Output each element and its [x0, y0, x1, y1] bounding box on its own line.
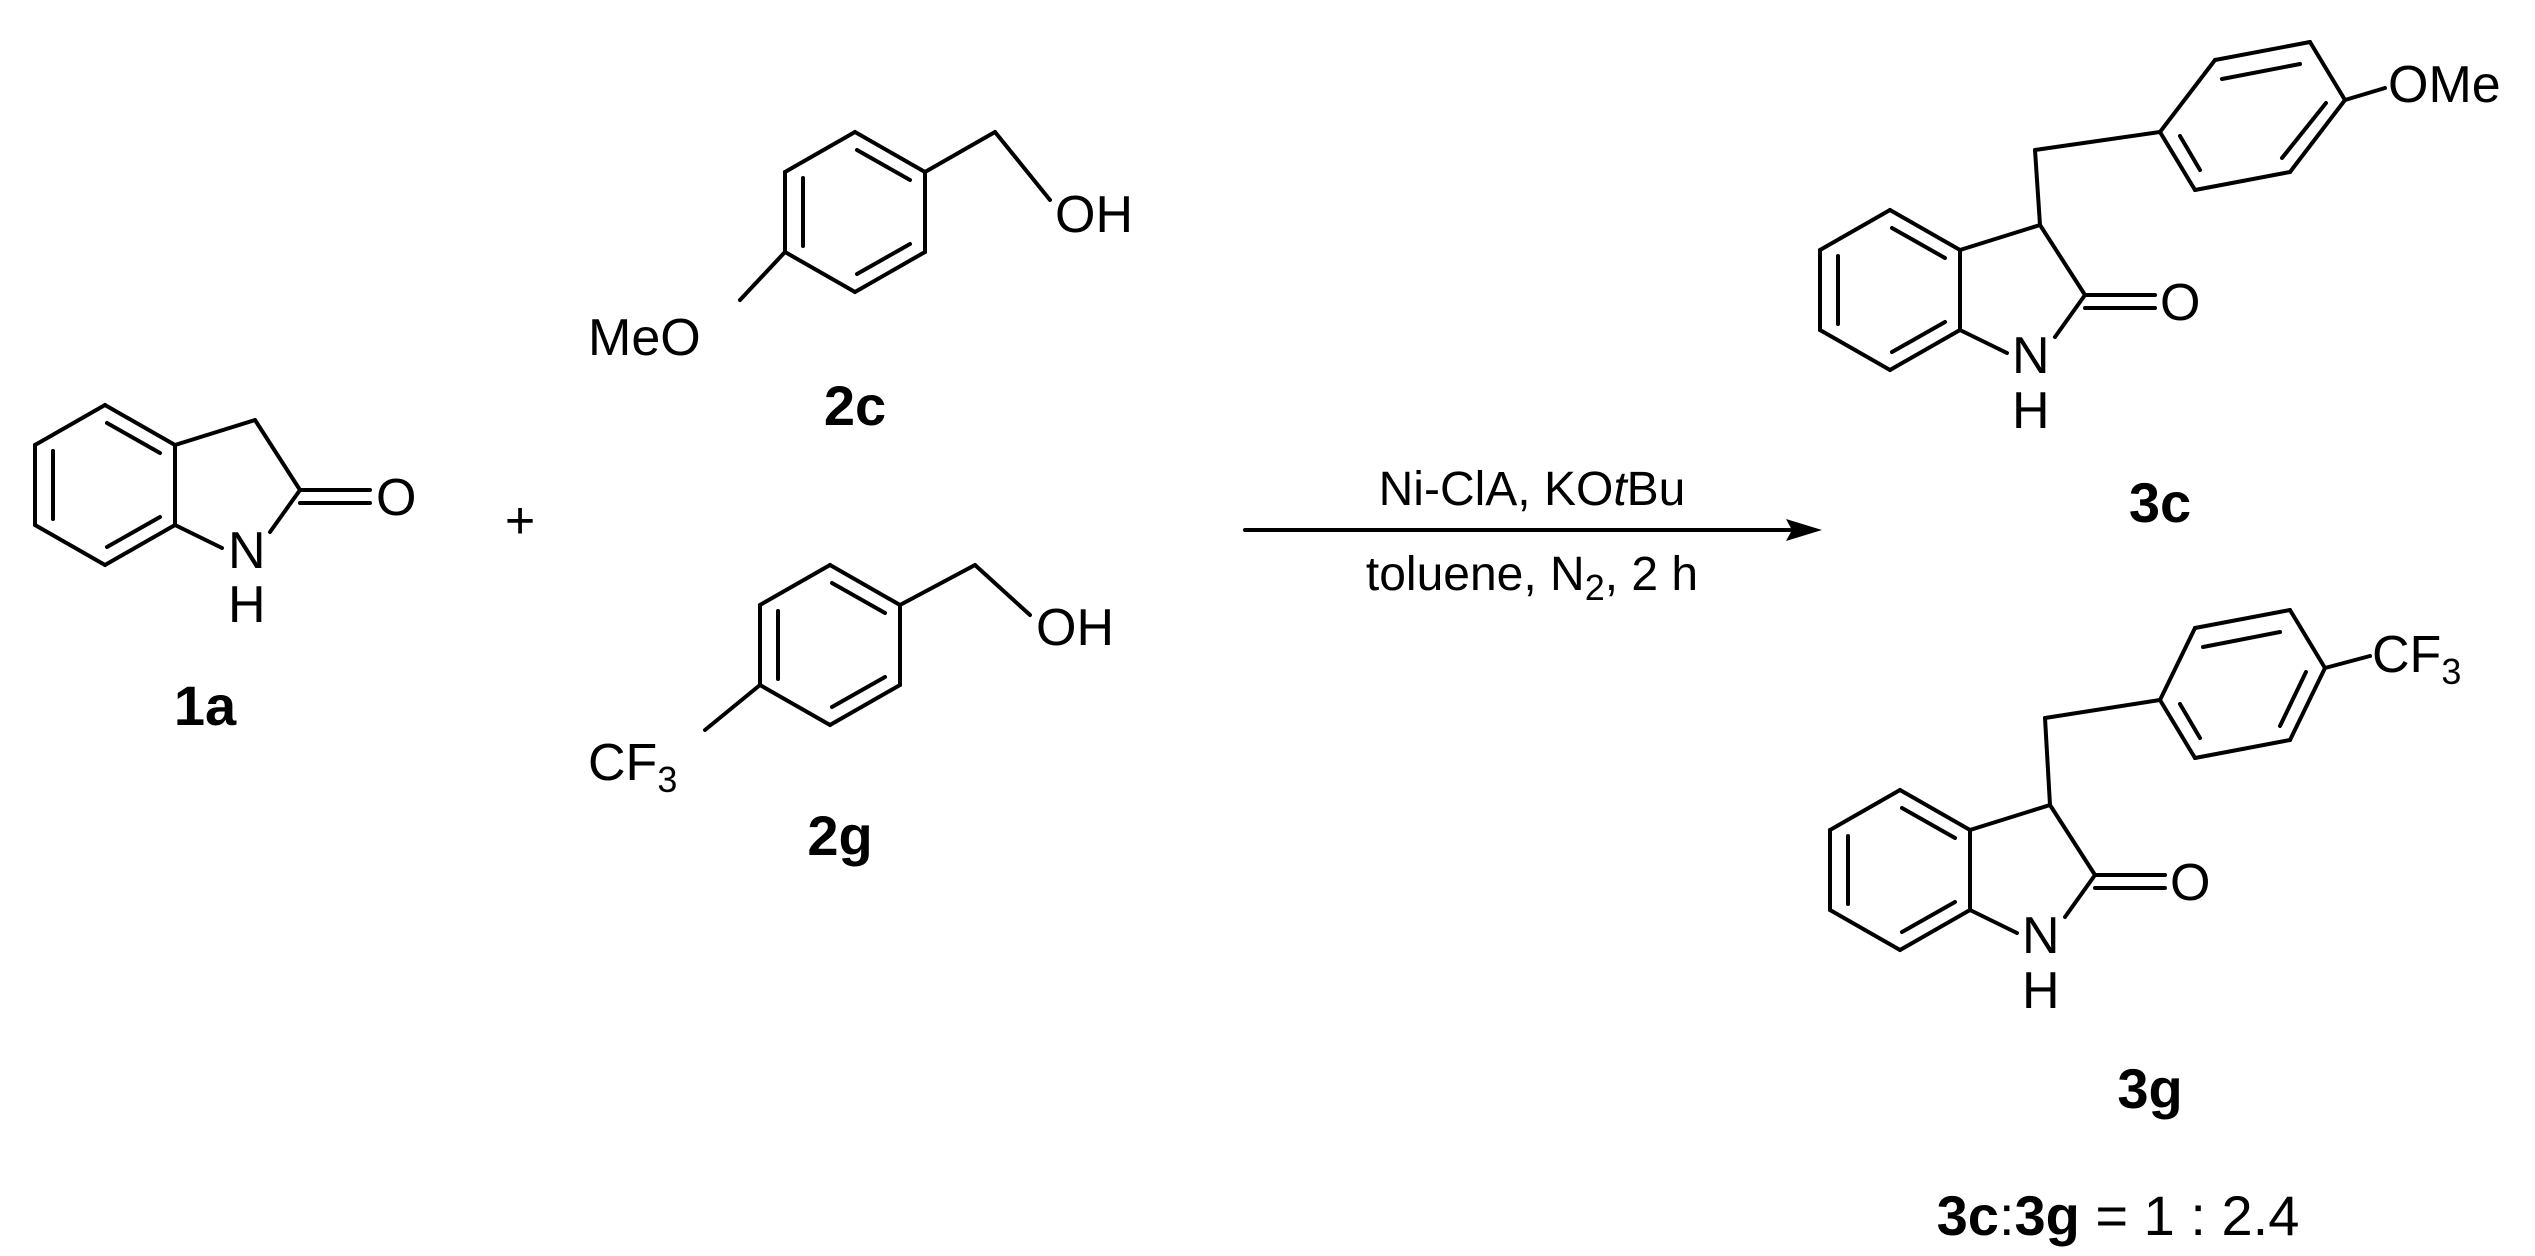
arrow-head	[1786, 519, 1822, 541]
nitrogen-atom-3g: N	[2022, 907, 2060, 965]
trifluoromethyl-group-2g: CF3	[588, 734, 677, 800]
compound-label-1a: 1a	[174, 674, 237, 737]
conditions-reagents: Ni-ClA, KOtBu	[1379, 463, 1686, 516]
product-ratio: 3c:3g = 1 : 2.4	[1937, 1184, 2300, 1247]
benzyl-alcohol-bonds-2g	[703, 563, 1032, 732]
benzyl-alcohol-bonds-2c	[738, 130, 1052, 302]
hydroxyl-group-2g: OH	[1036, 599, 1114, 657]
reaction-arrow	[1243, 519, 1822, 541]
compound-label-3c: 3c	[2129, 471, 2191, 534]
compound-label-2g: 2g	[807, 804, 872, 867]
oxygen-atom-3g: O	[2170, 854, 2210, 912]
plus-sign: +	[505, 492, 535, 550]
compound-label-3g: 3g	[2117, 1057, 2182, 1120]
compound-1a: O N H 1a	[33, 403, 416, 737]
methoxy-group-3c: OMe	[2388, 56, 2501, 114]
compound-2c: OH MeO 2c	[588, 130, 1133, 437]
hydrogen-atom-3g: H	[2022, 962, 2060, 1020]
hydroxyl-group-2c: OH	[1055, 186, 1133, 244]
nitrogen-atom-3c: N	[2012, 327, 2050, 385]
product-bonds-3c	[1818, 40, 2387, 372]
compound-3c: OMe O N H 3c	[1818, 40, 2501, 534]
compound-2g: OH CF3 2g	[588, 563, 1114, 867]
conditions-solvent: toluene, N2, 2 h	[1366, 548, 1698, 608]
compound-3g: CF3 O N H 3g	[1828, 608, 2461, 1120]
hydrogen-atom-1a: H	[228, 576, 266, 634]
methoxy-group-2c: MeO	[588, 309, 701, 367]
compound-label-2c: 2c	[824, 374, 886, 437]
trifluoromethyl-group-3g: CF3	[2372, 626, 2461, 692]
product-bonds-3g	[1828, 608, 2372, 952]
oxygen-atom-1a: O	[376, 469, 416, 527]
nitrogen-atom-1a: N	[228, 522, 266, 580]
oxindole-bonds-1a	[33, 403, 372, 567]
oxygen-atom-3c: O	[2160, 274, 2200, 332]
hydrogen-atom-3c: H	[2012, 382, 2050, 440]
